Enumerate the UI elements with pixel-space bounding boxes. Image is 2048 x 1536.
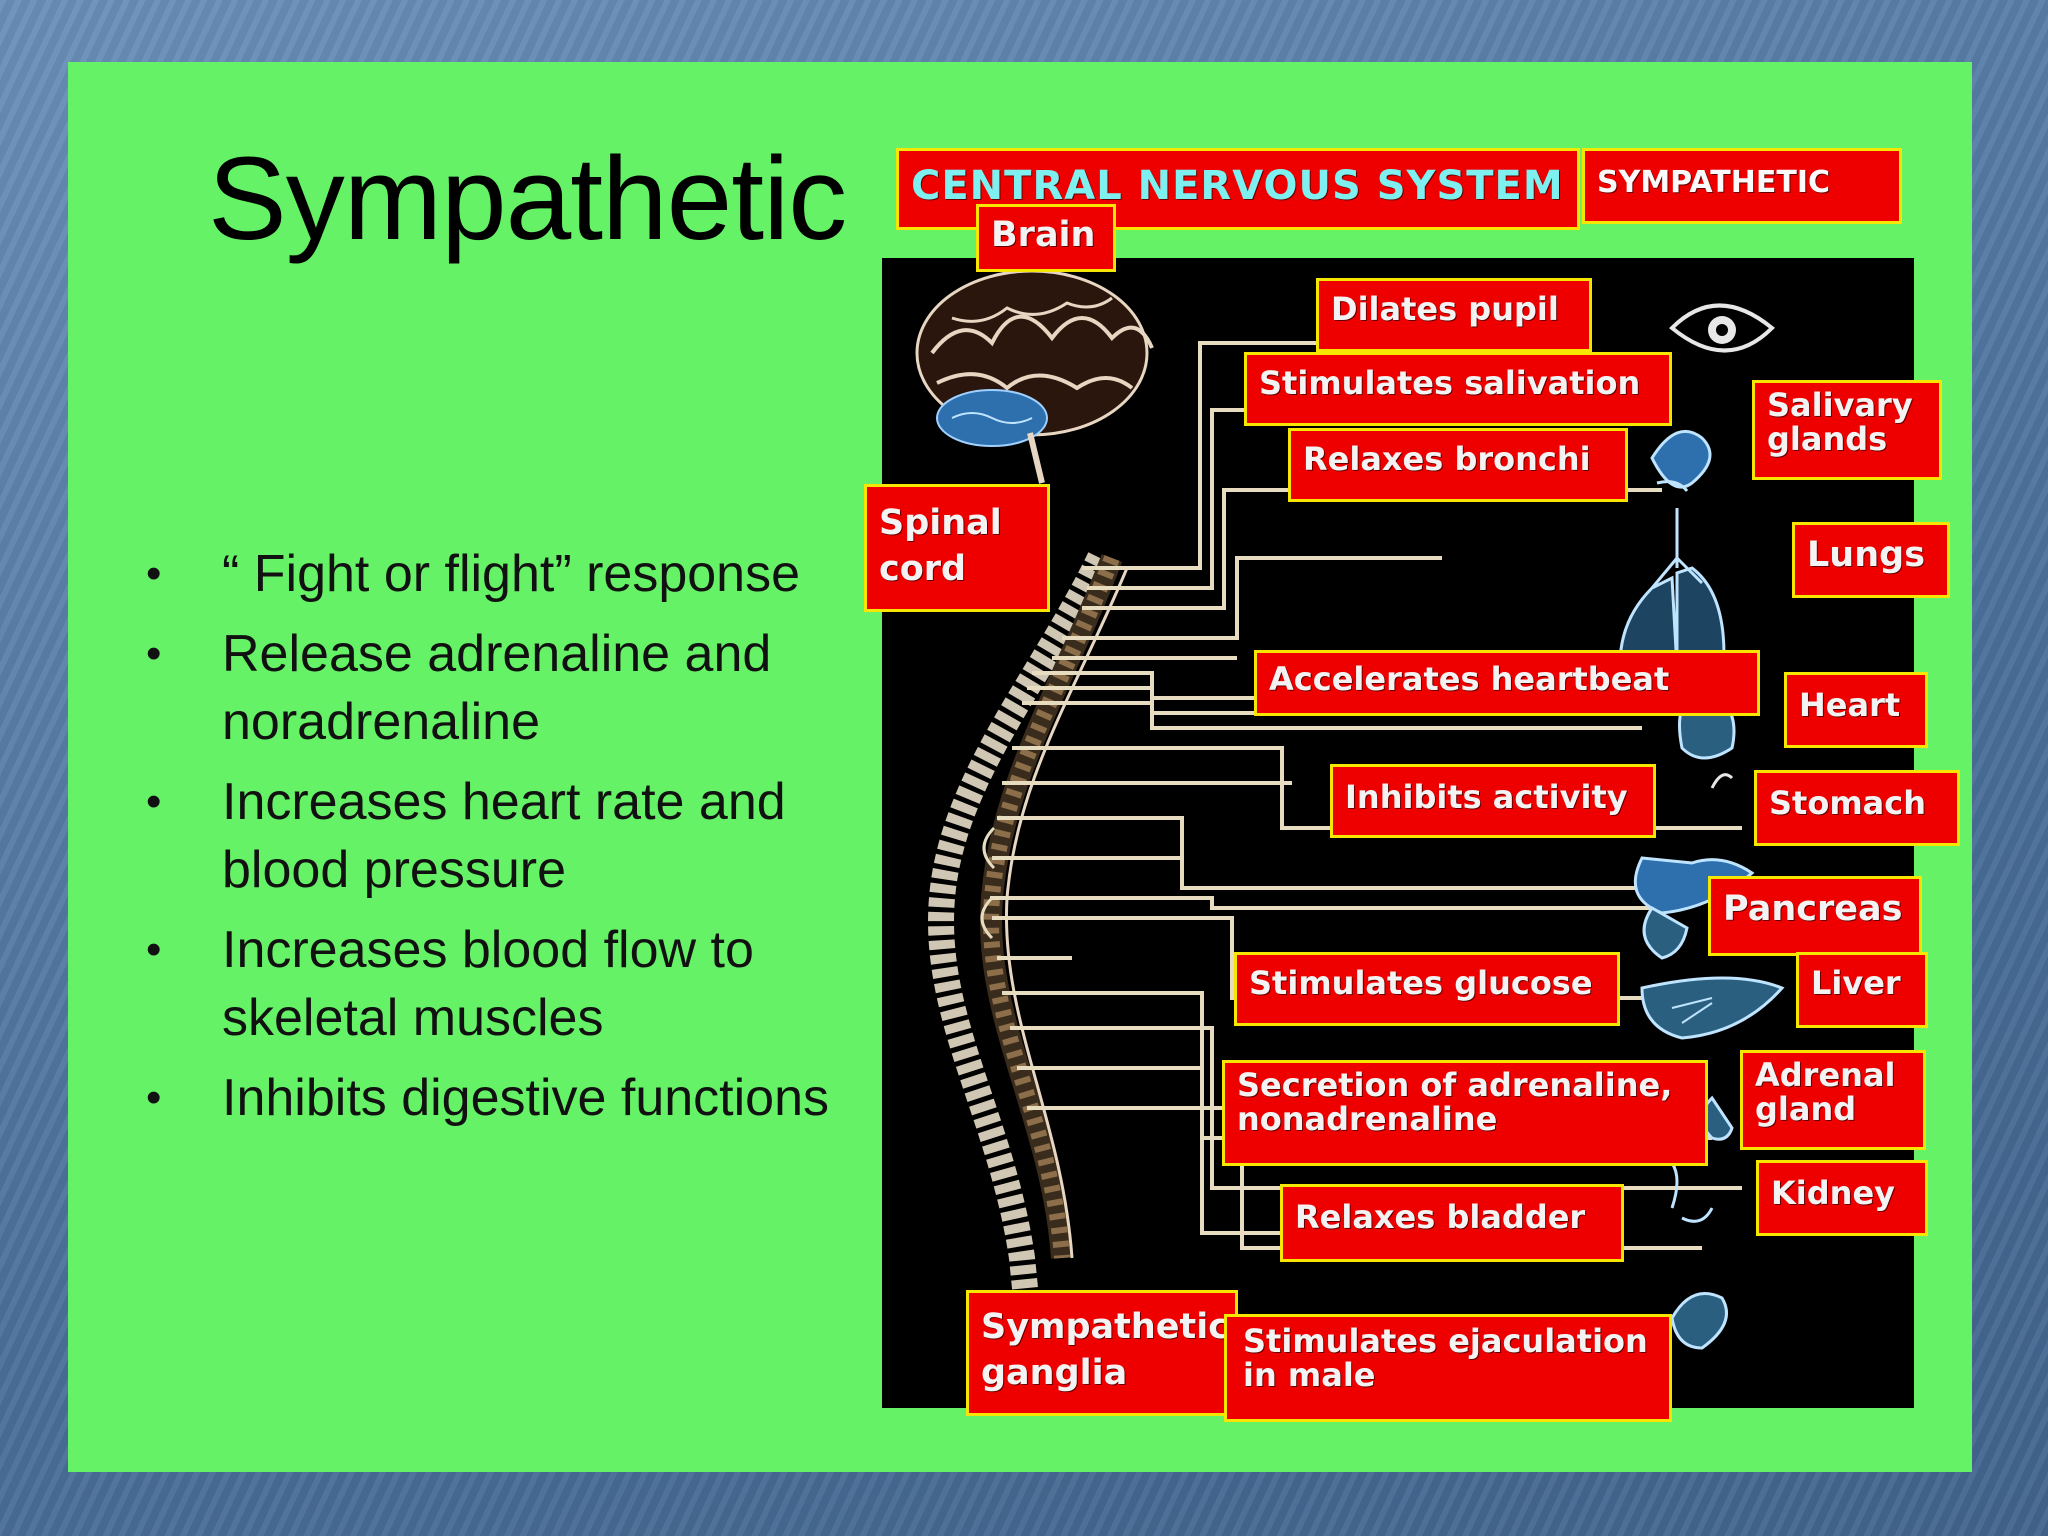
bullet-item: •“ Fight or flight” response — [146, 540, 906, 608]
bullet-marker: • — [146, 925, 162, 974]
bladder-icon — [1670, 1292, 1728, 1350]
effect-stimulates-salivation: Stimulates salivation — [1244, 352, 1672, 426]
header-sympathetic-label: SYMPATHETIC — [1582, 148, 1902, 224]
brain-icon — [915, 269, 1154, 447]
organ-pancreas: Pancreas — [1708, 876, 1922, 956]
organ-lungs: Lungs — [1792, 522, 1950, 598]
bullet-marker: • — [146, 549, 162, 598]
eye-icon — [1669, 303, 1775, 353]
effect-stimulates-glucose: Stimulates glucose — [1234, 952, 1620, 1026]
organ-adrenal-gland: Adrenal gland — [1740, 1050, 1926, 1150]
effect-inhibits-activity: Inhibits activity — [1330, 764, 1656, 838]
bullet-marker: • — [146, 629, 162, 678]
effect-accelerates-heartbeat: Accelerates heartbeat — [1254, 650, 1760, 716]
organ-kidney: Kidney — [1756, 1160, 1928, 1236]
pancreas-icon — [1642, 906, 1689, 960]
bullet-item: •Increases blood flow to skeletal muscle… — [146, 916, 906, 1052]
bullet-marker: • — [146, 1073, 162, 1122]
organ-heart: Heart — [1784, 672, 1928, 748]
bullet-item: •Inhibits digestive functions — [146, 1064, 906, 1132]
organ-stomach: Stomach — [1754, 770, 1960, 846]
effect-secretion-adrenaline: Secretion of adrenaline, nonadrenaline — [1222, 1060, 1708, 1166]
brain-label: Brain — [976, 204, 1116, 272]
sympathetic-ganglia-label: Sympathetic ganglia — [966, 1290, 1238, 1416]
slide-title: Sympathetic — [208, 133, 847, 265]
bullet-item: •Increases heart rate and blood pressure — [146, 768, 906, 904]
bullet-list: •“ Fight or flight” response •Release ad… — [146, 540, 906, 1144]
liver-icon — [1640, 976, 1785, 1040]
bullet-marker: • — [146, 777, 162, 826]
effect-dilates-pupil: Dilates pupil — [1316, 278, 1592, 352]
organ-liver: Liver — [1796, 952, 1928, 1028]
effect-stimulates-ejaculation: Stimulates ejaculation in male — [1224, 1314, 1672, 1422]
organ-salivary-glands: Salivary glands — [1752, 380, 1942, 480]
salivary-gland-icon — [1650, 429, 1712, 492]
effect-relaxes-bladder: Relaxes bladder — [1280, 1184, 1624, 1262]
effect-relaxes-bronchi: Relaxes bronchi — [1288, 428, 1628, 502]
spinal-cord-label: Spinal cord — [864, 484, 1050, 612]
bullet-item: •Release adrenaline and noradrenaline — [146, 620, 906, 756]
nerve-pathways — [915, 269, 1785, 1360]
